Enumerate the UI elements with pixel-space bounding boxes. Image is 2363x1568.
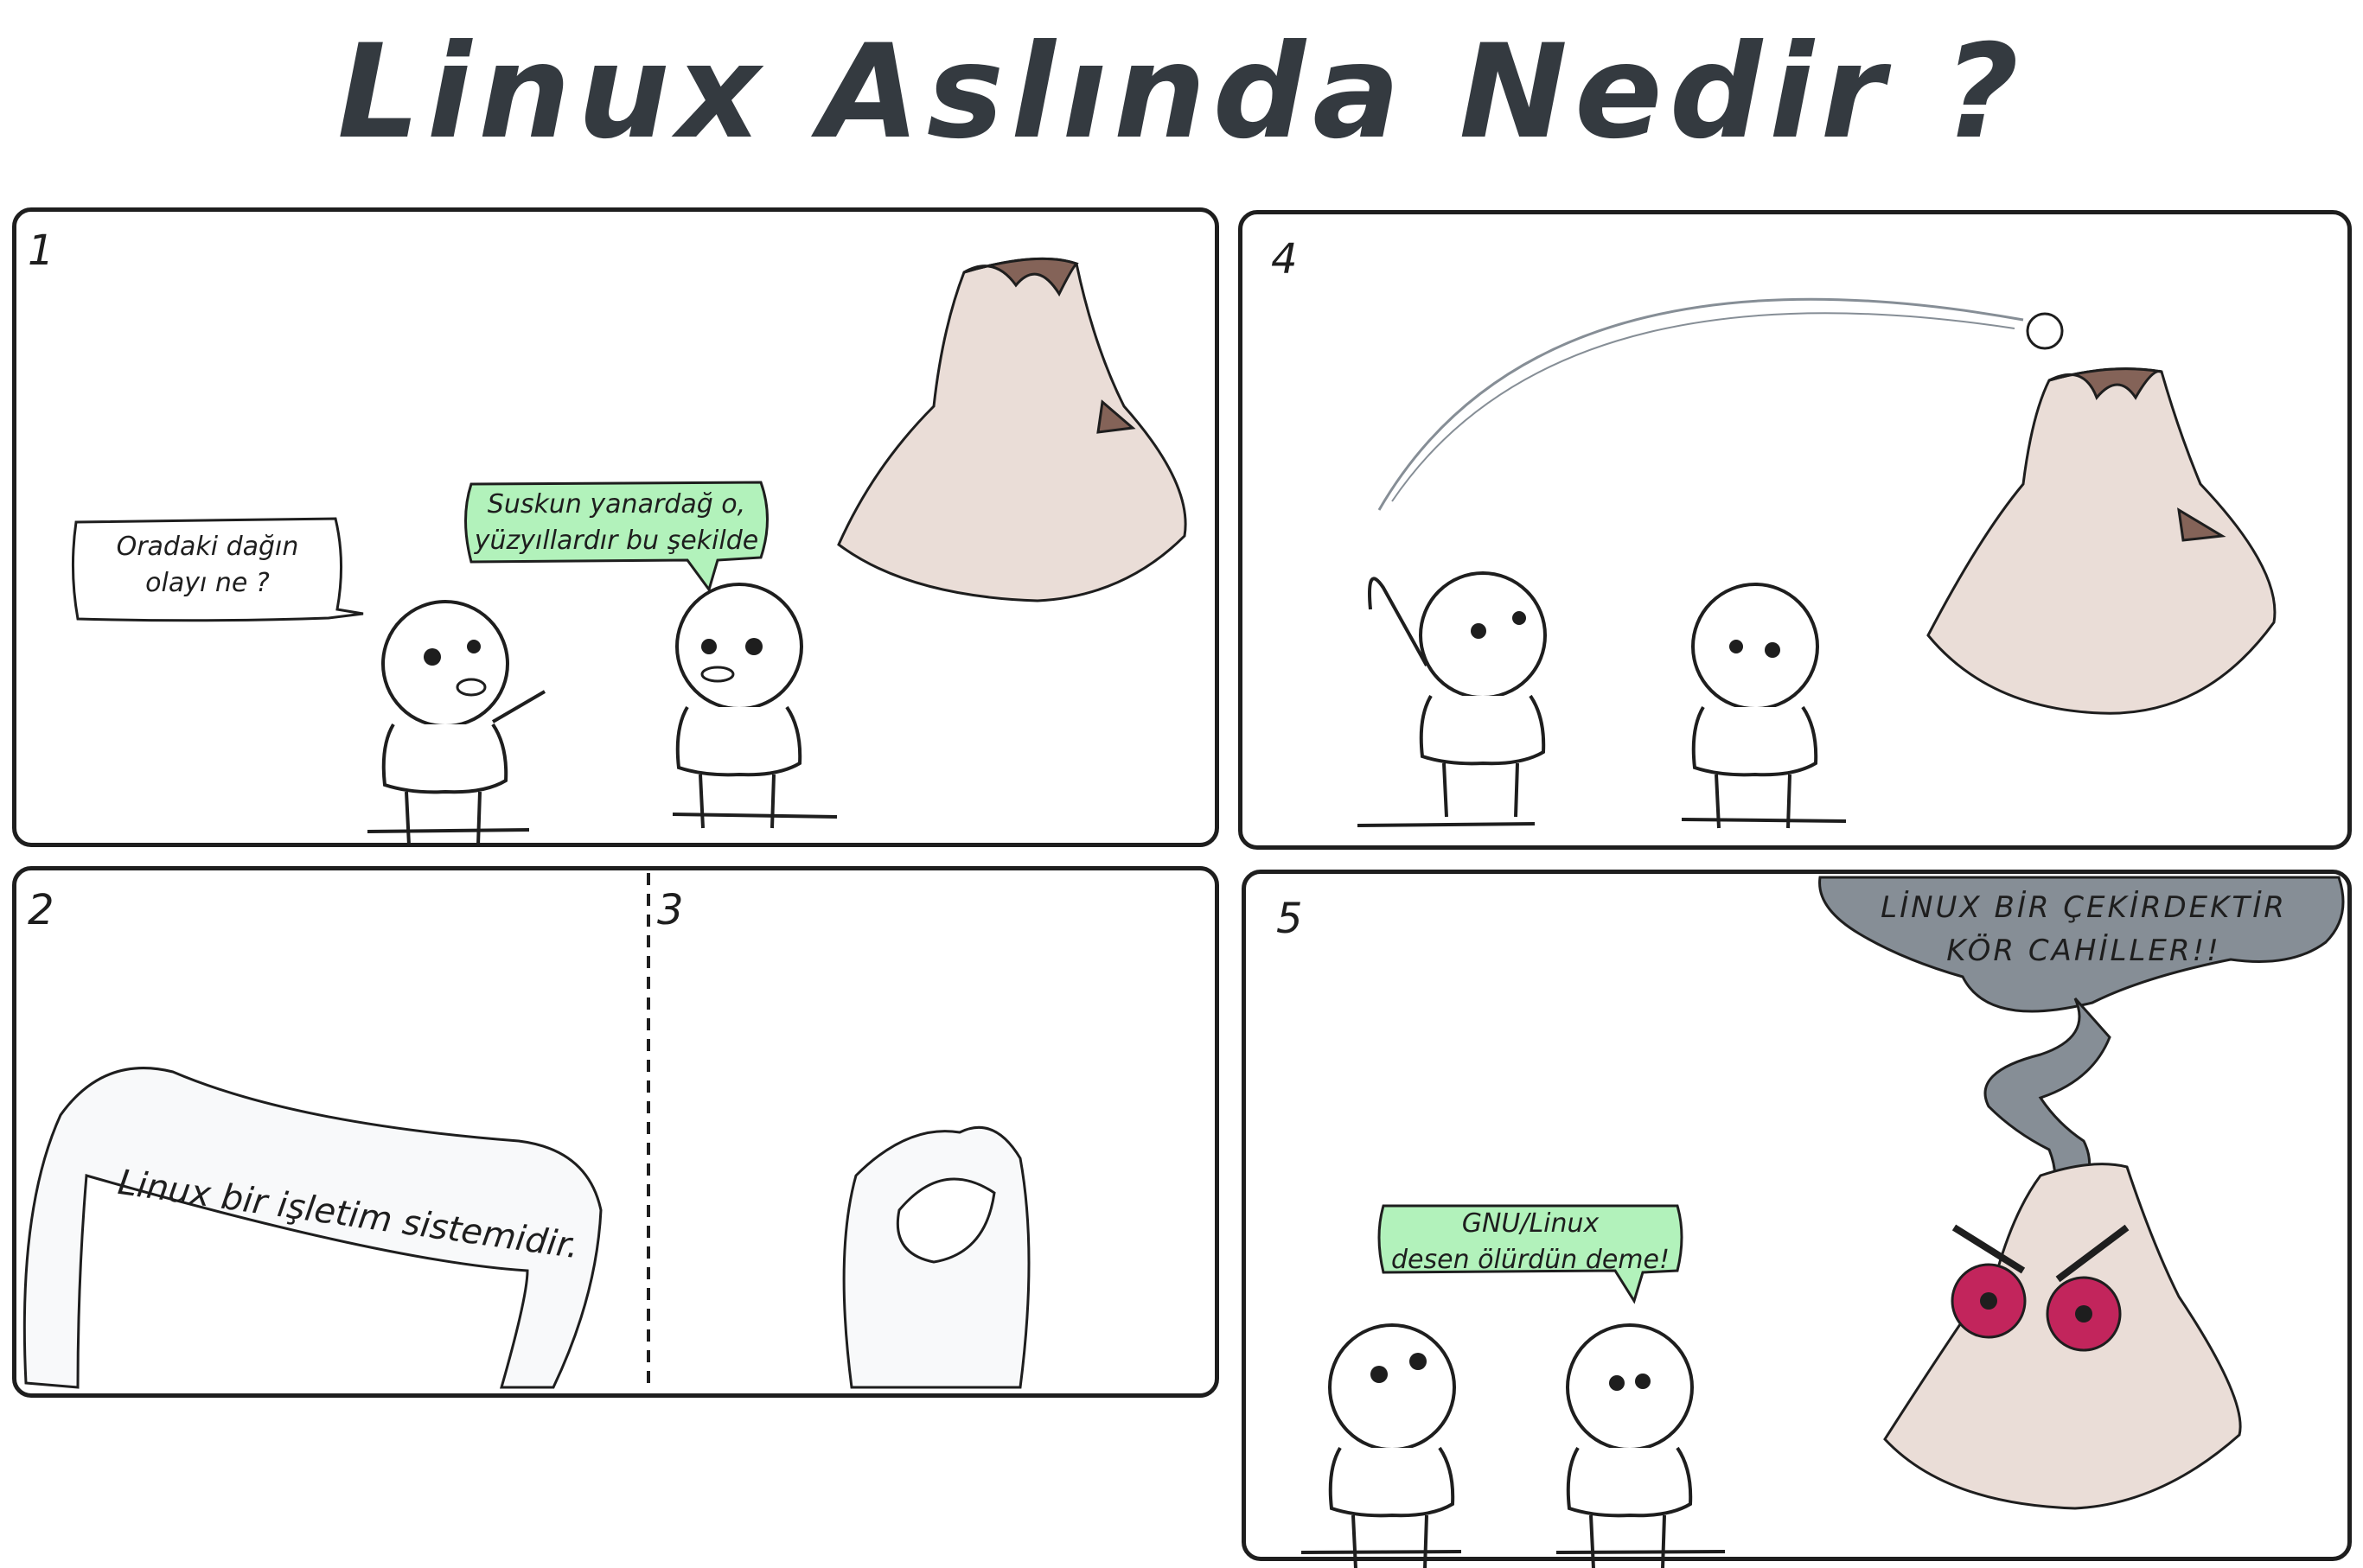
panel-2-3-art [22,873,1031,1389]
stick-figure-asker [381,600,509,847]
stick-figure-responder [675,583,803,830]
panel-4-art [1357,297,2277,830]
comic-title: Linux Aslında Nedir ? [337,17,2026,168]
speech-bubble-right-green [464,481,769,593]
smoke-cloud [1818,876,2345,1013]
panel-number-1: 1 [28,226,54,275]
stick-figure-thrower [1419,571,1547,819]
panel-number-4: 4 [1271,235,1298,284]
stick-figure-speaker [1566,1323,1694,1568]
panel-number-5: 5 [1276,895,1303,943]
panel-number-3: 3 [657,886,684,934]
volcano [837,257,1187,602]
panel-number-2: 2 [28,886,54,934]
stick-figure-watcher [1691,583,1819,830]
stick-figure-worried [1328,1323,1456,1568]
scroll-paper [22,1067,603,1389]
speech-bubble-green [1377,1204,1683,1304]
speech-bubble-left-text: Oradaki dağın olayı ne ? [116,532,299,598]
speech-bubble-right-text: Suskun yanardağ o, yüzyıllardır bu şekil… [474,489,759,556]
speech-bubble-green-text: GNU/Linux desen ölürdün deme! [1391,1208,1670,1275]
thrown-rock [2026,312,2064,350]
panel-5-art [1300,876,2345,1568]
panel-1-art [71,257,1187,847]
volcano [1926,367,2277,715]
smoke-text: LİNUX BİR ÇEKİRDEKTİR KÖR CAHİLLER!! [1881,890,2287,968]
speech-bubble-left [71,517,364,622]
